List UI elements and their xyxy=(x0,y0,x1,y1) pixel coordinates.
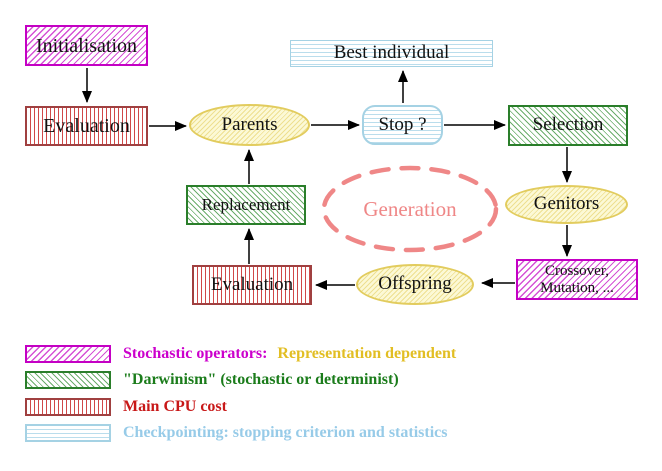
legend-main-cpu-cost-label: Main CPU cost xyxy=(123,397,227,415)
green-diagonal-hatch-swatch xyxy=(25,370,111,389)
node-evaluation-top: Evaluation xyxy=(25,106,148,146)
node-parents-label: Parents xyxy=(221,113,278,135)
cyan-horizontal-stripes-swatch xyxy=(25,423,111,442)
node-selection: Selection xyxy=(508,105,628,146)
node-stop: Stop ? xyxy=(362,105,443,145)
node-stop-label: Stop ? xyxy=(378,113,427,135)
legend-stochastic-operators-label: Stochastic operators: xyxy=(123,344,268,362)
node-parents: Parents xyxy=(189,104,310,146)
node-genitors-label: Genitors xyxy=(533,193,600,215)
legend-darwinism-label: "Darwinism" (stochastic or determinist) xyxy=(123,370,399,388)
node-selection-label: Selection xyxy=(532,114,604,136)
node-best-individual: Best individual xyxy=(290,40,493,67)
node-genitors: Genitors xyxy=(505,185,628,224)
node-crossover-mutation: Crossover, Mutation, ... xyxy=(516,259,638,300)
legend-row-darwinism: "Darwinism" (stochastic or determinist) xyxy=(25,370,399,389)
legend-checkpointing-label: Checkpointing: stopping criterion and st… xyxy=(123,423,448,441)
node-evaluation-top-label: Evaluation xyxy=(43,115,130,137)
node-initialisation: Initialisation xyxy=(25,25,148,66)
node-best-individual-label: Best individual xyxy=(333,42,450,64)
node-replacement: Replacement xyxy=(186,185,306,225)
node-replacement-label: Replacement xyxy=(201,194,291,214)
node-initialisation-label: Initialisation xyxy=(35,34,138,57)
node-offspring: Offspring xyxy=(356,264,474,305)
node-crossover-mutation-label: Crossover, Mutation, ... xyxy=(540,263,614,296)
legend-row-stochastic-operators: Stochastic operators: Representation dep… xyxy=(25,344,456,363)
node-evaluation-bottom-label: Evaluation xyxy=(210,273,294,295)
node-offspring-label: Offspring xyxy=(378,273,452,295)
generation-dashed-ellipse xyxy=(321,165,499,253)
red-vertical-stripes-swatch xyxy=(25,397,111,416)
legend-representation-dependent-label: Representation dependent xyxy=(277,344,457,362)
node-evaluation-bottom: Evaluation xyxy=(192,265,312,305)
legend-row-main-cpu-cost: Main CPU cost xyxy=(25,397,227,416)
magenta-diagonal-hatch-swatch xyxy=(25,344,111,363)
legend-row-checkpointing: Checkpointing: stopping criterion and st… xyxy=(25,423,447,442)
node-generation-label: Generation xyxy=(363,197,457,221)
